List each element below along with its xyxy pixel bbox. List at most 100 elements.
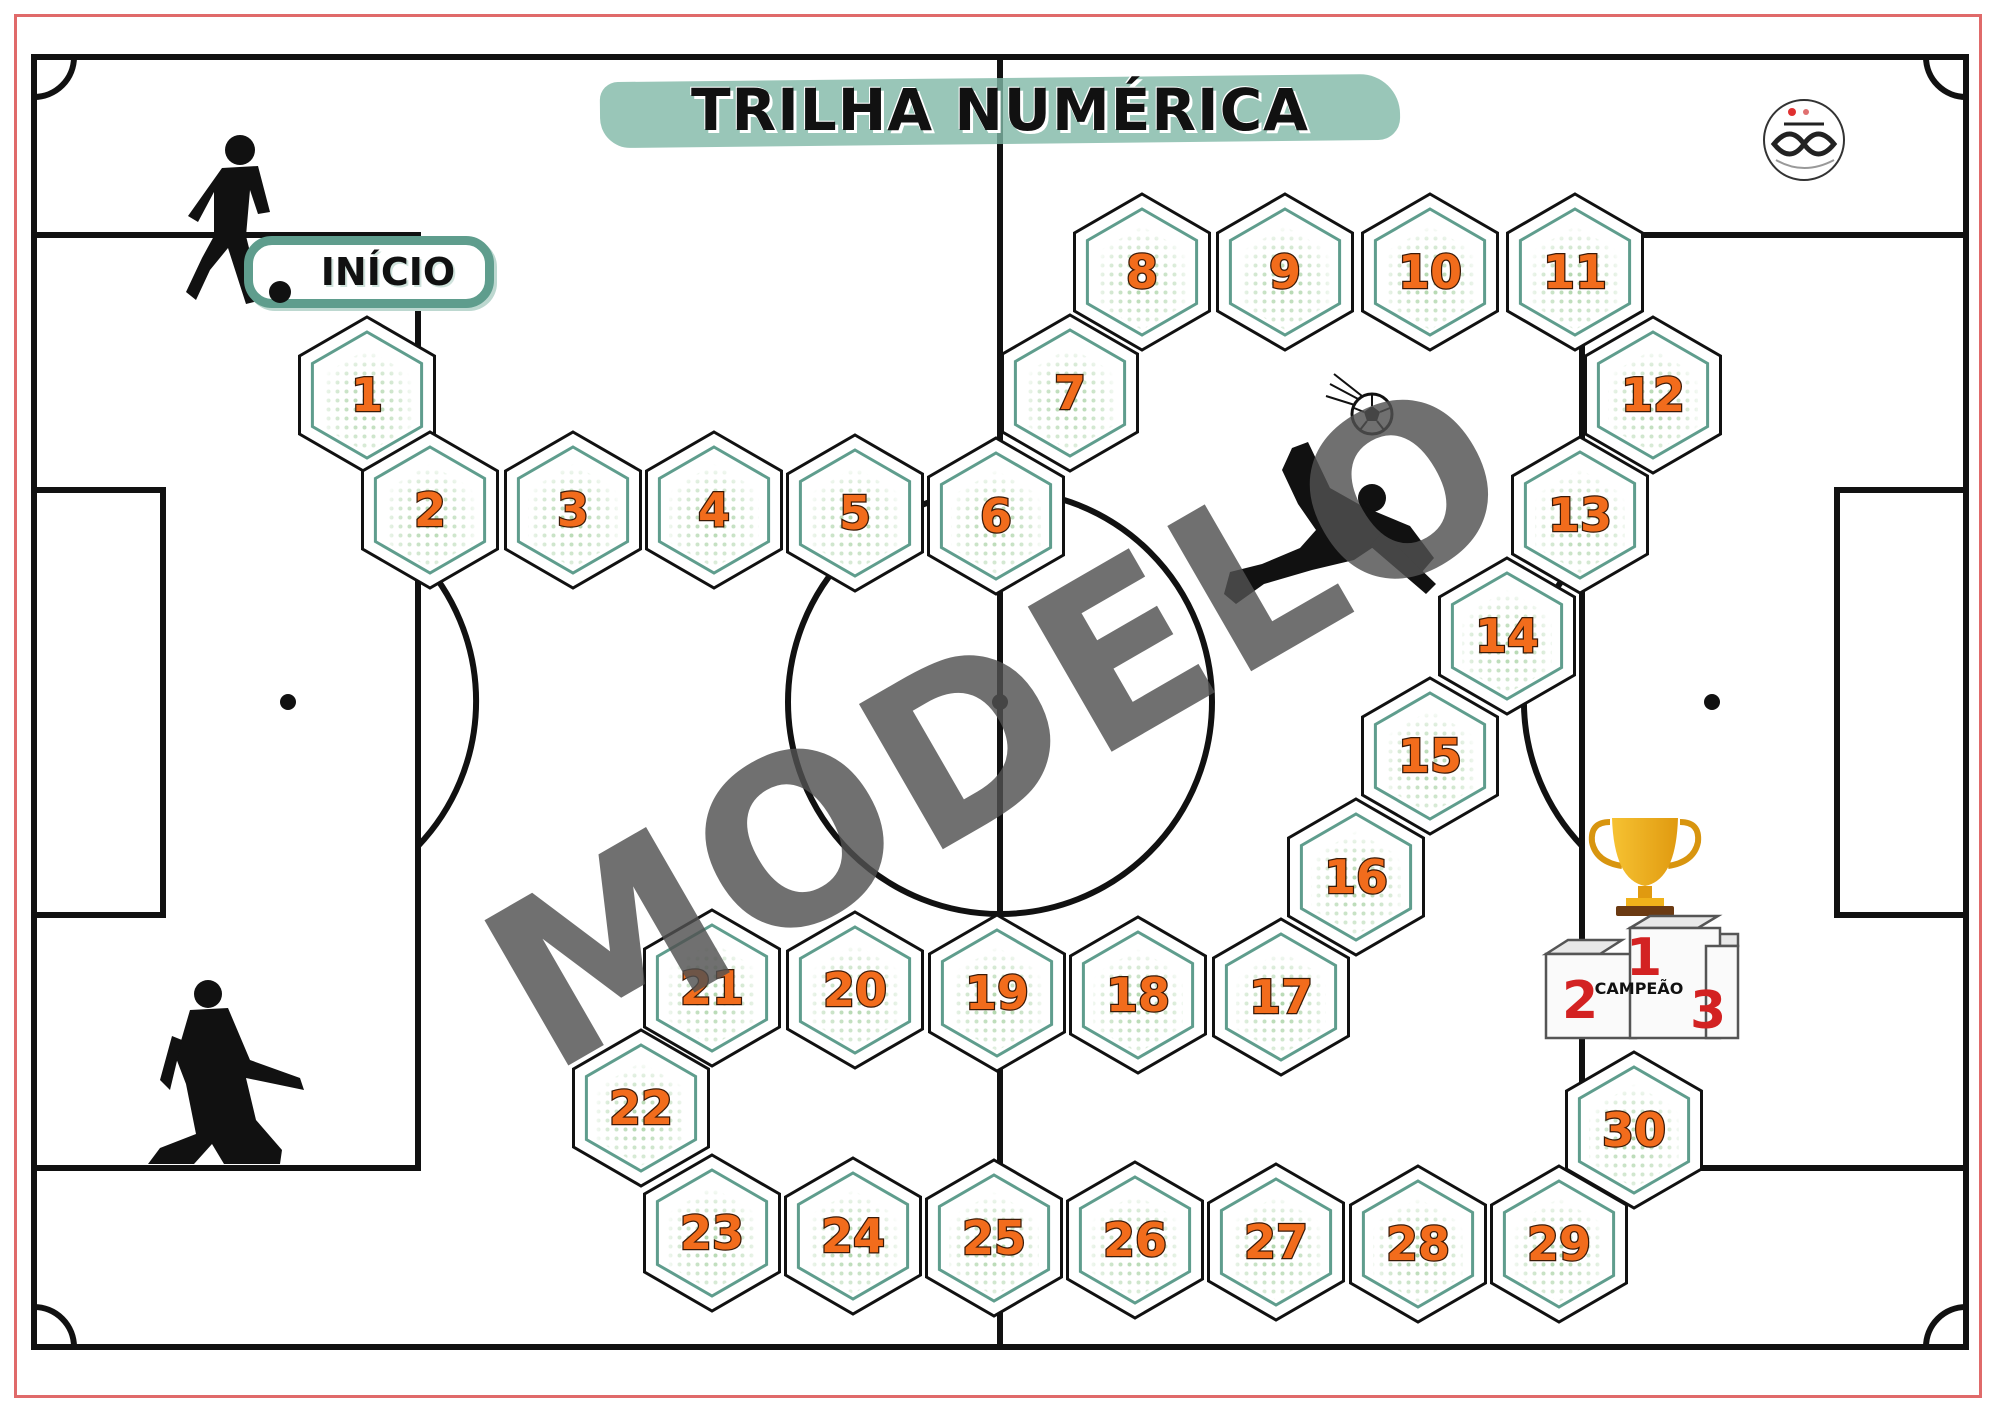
hex-inner xyxy=(796,1171,910,1301)
hex-inner xyxy=(1299,812,1413,942)
start-dot xyxy=(269,281,291,303)
track-cell-number: 15 xyxy=(1398,729,1462,783)
hex-dot-fade xyxy=(1239,225,1331,331)
track-cell-number: 2 xyxy=(414,483,446,537)
track-cell-number: 18 xyxy=(1106,968,1170,1022)
track-cell-number: 9 xyxy=(1269,245,1301,299)
hex-inner xyxy=(937,1173,1051,1303)
track-cell: 9 xyxy=(1216,192,1354,352)
track-cell-number: 29 xyxy=(1527,1217,1591,1271)
player-kneeling-icon xyxy=(148,980,304,1164)
track-cell: 4 xyxy=(645,430,783,590)
hex-dot-fade xyxy=(1092,948,1184,1054)
hex-dot-fade xyxy=(1310,830,1402,936)
hex-dot-fade xyxy=(807,1189,899,1295)
hex-inner xyxy=(657,445,771,575)
track-cell: 20 xyxy=(786,910,924,1070)
bicycle-kick-icon xyxy=(1224,442,1436,604)
hex-inner xyxy=(940,928,1054,1058)
track-cell-number: 5 xyxy=(839,486,871,540)
track-cell-number: 23 xyxy=(680,1206,744,1260)
hex-inner xyxy=(798,925,912,1055)
hex-dot-fade xyxy=(1534,468,1626,574)
track-cell-number: 27 xyxy=(1244,1215,1308,1269)
track-cell: 30 xyxy=(1565,1050,1703,1210)
hex-inner xyxy=(1219,1177,1333,1307)
hex-dot-fade xyxy=(951,946,1043,1052)
track-cell-number: 12 xyxy=(1621,368,1685,422)
track-cell-number: 26 xyxy=(1103,1213,1167,1267)
track-cell-number: 1 xyxy=(351,368,383,422)
track-cell: 28 xyxy=(1349,1164,1487,1324)
podium-second: 2 xyxy=(1562,971,1599,1031)
track-cell: 21 xyxy=(643,908,781,1068)
track-cell: 23 xyxy=(643,1153,781,1313)
track-cell-number: 6 xyxy=(980,489,1012,543)
track-cell-number: 17 xyxy=(1249,970,1313,1024)
podium-label: CAMPEÃO xyxy=(1594,979,1684,998)
hex-inner xyxy=(1596,330,1710,460)
track-cell: 7 xyxy=(1001,313,1139,473)
hex-inner xyxy=(1078,1175,1192,1305)
soccer-ball-icon xyxy=(1325,373,1394,436)
hex-inner xyxy=(1085,207,1199,337)
track-cell: 2 xyxy=(361,430,499,590)
trophy-icon xyxy=(1588,818,1702,916)
track-cell: 13 xyxy=(1511,435,1649,595)
track-cell-number: 10 xyxy=(1398,245,1462,299)
track-cell: 11 xyxy=(1506,192,1644,352)
title-text: TRILHA NUMÉRICA xyxy=(690,76,1310,144)
hex-dot-fade xyxy=(809,466,901,572)
hex-inner xyxy=(1373,691,1487,821)
start-label: INÍCIO xyxy=(320,250,456,294)
track-cell: 22 xyxy=(572,1028,710,1188)
hex-inner xyxy=(1224,932,1338,1062)
track-cell: 12 xyxy=(1584,315,1722,475)
track-cell: 15 xyxy=(1361,676,1499,836)
hex-dot-fade xyxy=(1230,1195,1322,1301)
hex-inner xyxy=(516,445,630,575)
track-cell-number: 28 xyxy=(1386,1217,1450,1271)
track-cell: 5 xyxy=(786,433,924,593)
game-title: TRILHA NUMÉRICA xyxy=(599,68,1401,158)
hex-inner xyxy=(939,451,1053,581)
hex-dot-fade xyxy=(948,1191,1040,1297)
track-cell: 29 xyxy=(1490,1164,1628,1324)
track-cell-number: 3 xyxy=(557,483,589,537)
track-cell-number: 14 xyxy=(1475,609,1539,663)
hex-dot-fade xyxy=(809,943,901,1049)
hex-inner xyxy=(584,1043,698,1173)
track-cell: 27 xyxy=(1207,1162,1345,1322)
track-cell-number: 25 xyxy=(962,1211,1026,1265)
hex-inner xyxy=(655,923,769,1053)
logo-icon xyxy=(1763,99,1845,181)
track-cell: 1 xyxy=(298,315,436,475)
track-cell: 24 xyxy=(784,1156,922,1316)
hex-dot-fade xyxy=(1513,1197,1605,1303)
hex-dot-fade xyxy=(384,463,476,569)
hex-dot-fade xyxy=(666,941,758,1047)
track-cell: 18 xyxy=(1069,915,1207,1075)
hex-dot-fade xyxy=(1384,709,1476,815)
hex-dot-fade xyxy=(1384,225,1476,331)
hex-dot-fade xyxy=(666,1186,758,1292)
hex-inner xyxy=(1081,930,1195,1060)
track-cell: 8 xyxy=(1073,192,1211,352)
hex-inner xyxy=(1450,571,1564,701)
hex-inner xyxy=(1523,450,1637,580)
podium-first: 1 xyxy=(1626,928,1663,988)
hex-dot-fade xyxy=(527,463,619,569)
track-cell: 17 xyxy=(1212,917,1350,1077)
track-cell: 6 xyxy=(927,436,1065,596)
hex-dot-fade xyxy=(1235,950,1327,1056)
track-cell: 3 xyxy=(504,430,642,590)
hex-dot-fade xyxy=(1089,1193,1181,1299)
hex-dot-fade xyxy=(595,1061,687,1167)
track-cell: 25 xyxy=(925,1158,1063,1318)
hex-dot-fade xyxy=(1529,225,1621,331)
track-cell: 14 xyxy=(1438,556,1576,716)
hex-inner xyxy=(1228,207,1342,337)
track-cell: 10 xyxy=(1361,192,1499,352)
